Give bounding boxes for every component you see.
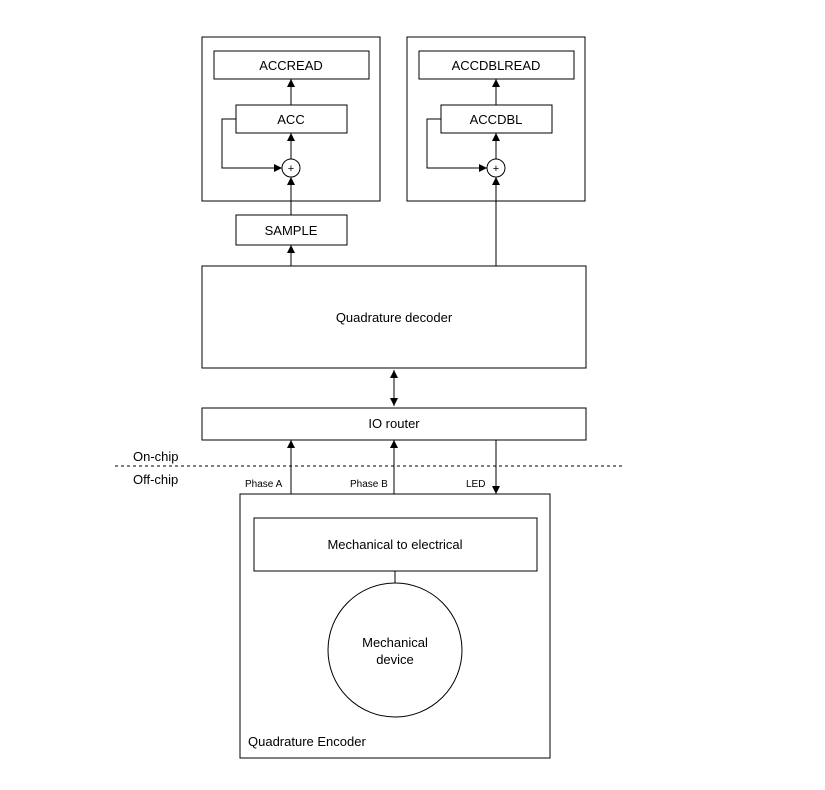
quadrature-decoder-block bbox=[201, 265, 587, 369]
accdbl-block bbox=[440, 104, 553, 134]
io-router-block bbox=[201, 407, 587, 441]
on-chip-label: On-chip bbox=[133, 449, 179, 464]
mechanical-device-label-line1: Mechanical bbox=[362, 635, 428, 650]
accread-block bbox=[213, 50, 370, 80]
accdblread-block bbox=[418, 50, 575, 80]
phase-b-label: Phase B bbox=[350, 479, 388, 490]
io-router-label: IO router bbox=[368, 416, 420, 431]
mechanical-device-label-line2: device bbox=[376, 652, 414, 667]
accdbl-label: ACCDBL bbox=[470, 112, 523, 127]
acc-label: ACC bbox=[277, 112, 304, 127]
accdblread-label: ACCDBLREAD bbox=[452, 58, 541, 73]
quadrature-encoder-label: Quadrature Encoder bbox=[248, 734, 366, 749]
accread-label: ACCREAD bbox=[259, 58, 323, 73]
quadrature-decoder-label: Quadrature decoder bbox=[336, 310, 453, 325]
phase-a-label: Phase A bbox=[245, 479, 283, 490]
mechanical-device bbox=[327, 582, 463, 718]
mechanical-to-electrical-block bbox=[253, 517, 538, 572]
sample-block bbox=[235, 214, 348, 246]
sample-label: SAMPLE bbox=[265, 223, 318, 238]
acc-feedback-loop bbox=[221, 118, 282, 172]
acc-adder-symbol: + bbox=[288, 163, 294, 175]
accdbl-adder-symbol: + bbox=[493, 163, 499, 175]
accdbl-feedback-loop bbox=[426, 118, 487, 172]
led-label: LED bbox=[466, 479, 485, 490]
off-chip-label: Off-chip bbox=[133, 472, 178, 487]
mechanical-to-electrical-label: Mechanical to electrical bbox=[327, 537, 462, 552]
